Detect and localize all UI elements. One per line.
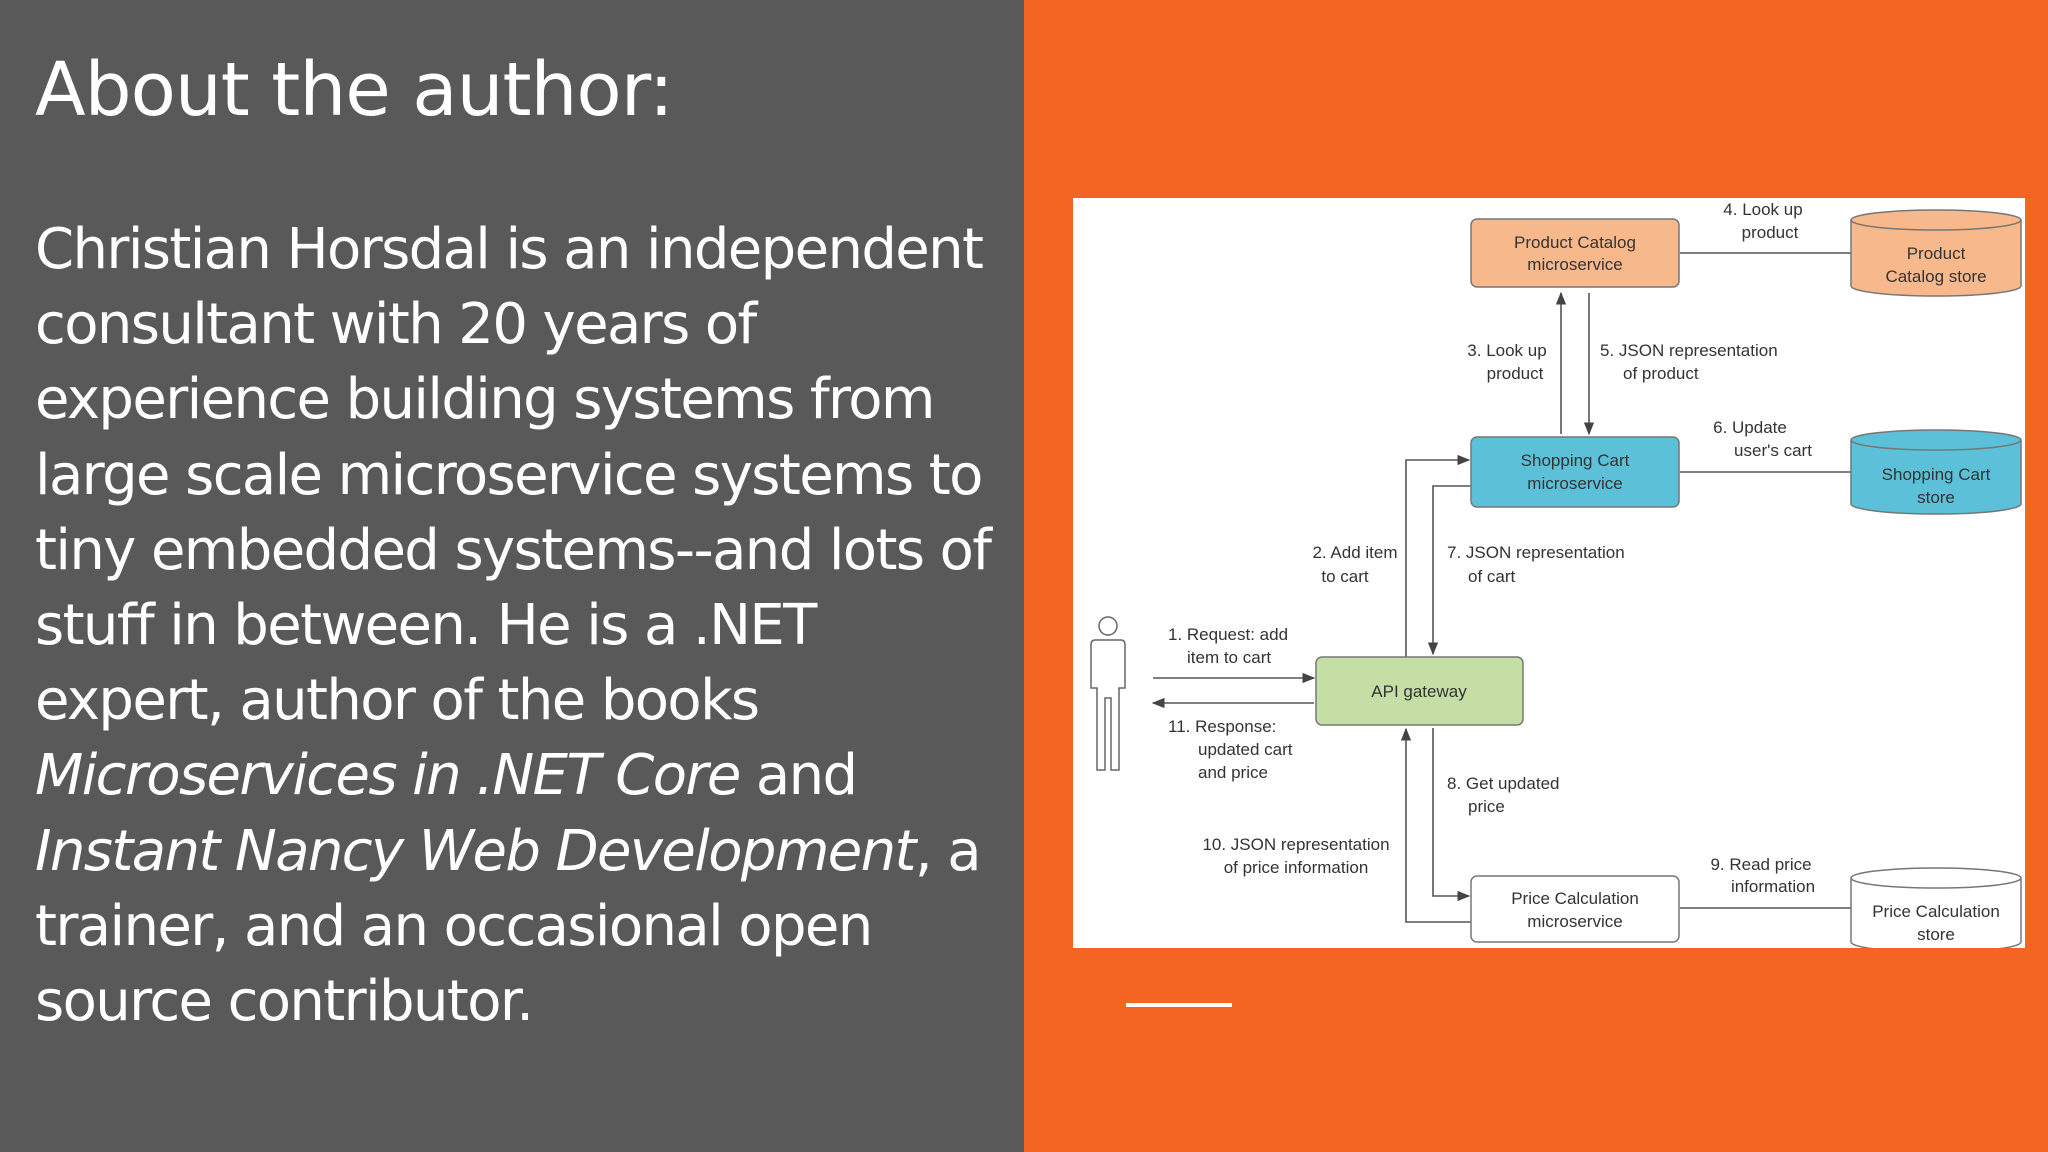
shopping-cart-node: Shopping Cart microservice — [1470, 436, 1680, 508]
edge-label-9-2: information — [1731, 877, 1815, 896]
edge-label-8-2: price — [1468, 797, 1505, 816]
author-bio: Christian Horsdal is an independent cons… — [35, 212, 1010, 1039]
edge-7-json — [1427, 485, 1471, 656]
shopping-cart-store-node: Shopping Cart store — [1850, 429, 2022, 515]
user-icon — [1090, 616, 1126, 771]
api-gateway-label: API gateway — [1371, 682, 1467, 701]
bio-text-1: Christian Horsdal is an independent cons… — [35, 217, 992, 734]
edge-label-7-2: of cart — [1468, 567, 1516, 586]
book-title-microservices: Microservices in .NET Core — [35, 743, 741, 809]
diagram-svg: Product Catalog microservice Product Cat… — [1090, 200, 2022, 948]
edge-label-3-1: 3. Look up — [1467, 341, 1546, 360]
edge-label-3-2: product — [1487, 364, 1544, 383]
edge-8-get — [1432, 728, 1471, 902]
catalog-store-label-2: Catalog store — [1885, 267, 1986, 286]
shopping-cart-label-2: microservice — [1527, 474, 1622, 493]
slide-title: About the author: — [35, 47, 674, 133]
edge-labels: 4. Look up product 3. Look up product 5.… — [1168, 200, 1815, 896]
edge-label-2-2: to cart — [1321, 567, 1369, 586]
cart-store-label-1: Shopping Cart — [1882, 465, 1991, 484]
shopping-cart-label-1: Shopping Cart — [1521, 451, 1630, 470]
cart-store-label-2: store — [1917, 488, 1955, 507]
edge-label-2-1: 2. Add item — [1312, 543, 1397, 562]
price-calculation-node: Price Calculation microservice — [1470, 875, 1680, 943]
left-panel: About the author: Christian Horsdal is a… — [0, 0, 1024, 1152]
api-gateway-node: API gateway — [1315, 656, 1524, 726]
edge-label-4-2: product — [1742, 223, 1799, 242]
edge-10-json — [1400, 727, 1471, 923]
edge-label-4-1: 4. Look up — [1723, 200, 1802, 219]
edge-label-1-2: item to cart — [1187, 648, 1271, 667]
edge-label-6-2: user's cart — [1734, 441, 1812, 460]
price-calc-label-1: Price Calculation — [1511, 889, 1639, 908]
edge-label-6-1: 6. Update — [1713, 418, 1787, 437]
bio-text-2: and — [739, 743, 858, 809]
edge-label-7-1: 7. JSON representation — [1447, 543, 1625, 562]
edge-label-8-1: 8. Get updated — [1447, 774, 1559, 793]
edge-label-5-1: 5. JSON representation — [1600, 341, 1778, 360]
product-catalog-node: Product Catalog microservice — [1470, 218, 1680, 288]
edge-2-add — [1405, 454, 1471, 662]
price-store-label-1: Price Calculation — [1872, 902, 2000, 921]
price-store-label-2: store — [1917, 925, 1955, 944]
edge-label-11-3: and price — [1198, 763, 1268, 782]
edge-label-10-2: of price information — [1224, 858, 1369, 877]
bio-text-3: , a trainer, and an occasional open sour… — [35, 818, 982, 1035]
diagram-connectors — [1151, 252, 1851, 923]
accent-divider — [1126, 1003, 1232, 1007]
edge-label-9-1: 9. Read price — [1710, 855, 1811, 874]
architecture-diagram: Product Catalog microservice Product Cat… — [1073, 198, 2025, 948]
edge-label-11-2: updated cart — [1198, 740, 1293, 759]
price-calculation-store-node: Price Calculation store — [1850, 867, 2022, 948]
product-catalog-store-node: Product Catalog store — [1850, 209, 2022, 297]
edge-label-1-1: 1. Request: add — [1168, 625, 1288, 644]
edge-label-10-1: 10. JSON representation — [1202, 835, 1389, 854]
catalog-store-label-1: Product — [1907, 244, 1966, 263]
product-catalog-label-2: microservice — [1527, 255, 1622, 274]
edge-label-11-1: 11. Response: — [1168, 717, 1276, 736]
book-title-nancy: Instant Nancy Web Development — [35, 818, 917, 884]
edge-label-5-2: of product — [1623, 364, 1699, 383]
product-catalog-label-1: Product Catalog — [1514, 233, 1636, 252]
price-calc-label-2: microservice — [1527, 912, 1622, 931]
